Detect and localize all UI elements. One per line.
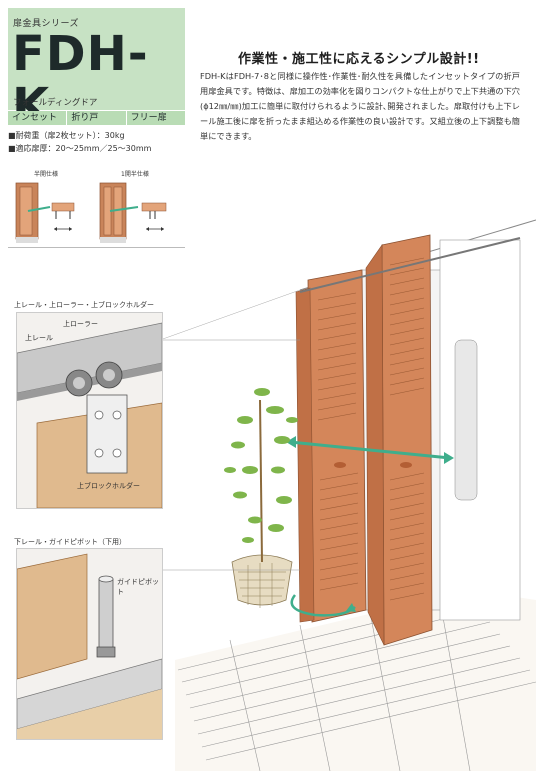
detail-top-title: 上レール・上ローラー・上ブロックホルダー xyxy=(14,301,154,309)
full-open-label: 1開半仕様 xyxy=(121,171,149,178)
bottom-hardware-drawing xyxy=(17,549,162,739)
door-type-drawing xyxy=(15,182,167,243)
detail-bottom-panel: ガイドピボット xyxy=(16,548,163,740)
product-header: 扉金具シリーズ FDH-K フォールディングドア xyxy=(8,8,185,132)
door-type-diagrams: 半開仕様 1開半仕様 xyxy=(8,165,185,248)
label-top-rail: 上レール xyxy=(25,334,53,342)
series-label: 扉金具シリーズ xyxy=(13,19,80,29)
half-open-label: 半開仕様 xyxy=(34,171,59,178)
tag-folding: 折り戸 xyxy=(67,111,127,125)
feature-tags: インセット 折り戸 フリー扉 xyxy=(8,111,185,125)
headline: 作業性・施工性に応えるシンプル設計!! xyxy=(238,52,480,67)
label-top-roller: 上ローラー xyxy=(63,320,98,328)
spec-thickness: ■適応扉厚：20〜25mm／25〜30mm xyxy=(8,144,152,153)
detail-top-panel: 上レール 上ローラー 上ブロックホルダー xyxy=(16,312,163,509)
detail-bottom-title: 下レール・ガイドピボット（下用） xyxy=(14,538,126,546)
tag-free: フリー扉 xyxy=(130,113,167,123)
spec-load: ■耐荷重（扉2枚セット）：30kg xyxy=(8,131,125,140)
model-name: FDH-K xyxy=(12,26,149,134)
description: FDH-KはFDH-7･8と同様に操作性･作業性･耐久性を具備したインセットタイ… xyxy=(200,71,520,141)
tag-inset: インセット xyxy=(8,111,68,125)
label-guide-pivot: ガイドピボット xyxy=(117,578,159,596)
label-top-holder: 上ブロックホルダー xyxy=(77,482,140,490)
product-subname: フォールディングドア xyxy=(13,98,98,108)
top-hardware-drawing xyxy=(17,313,162,508)
